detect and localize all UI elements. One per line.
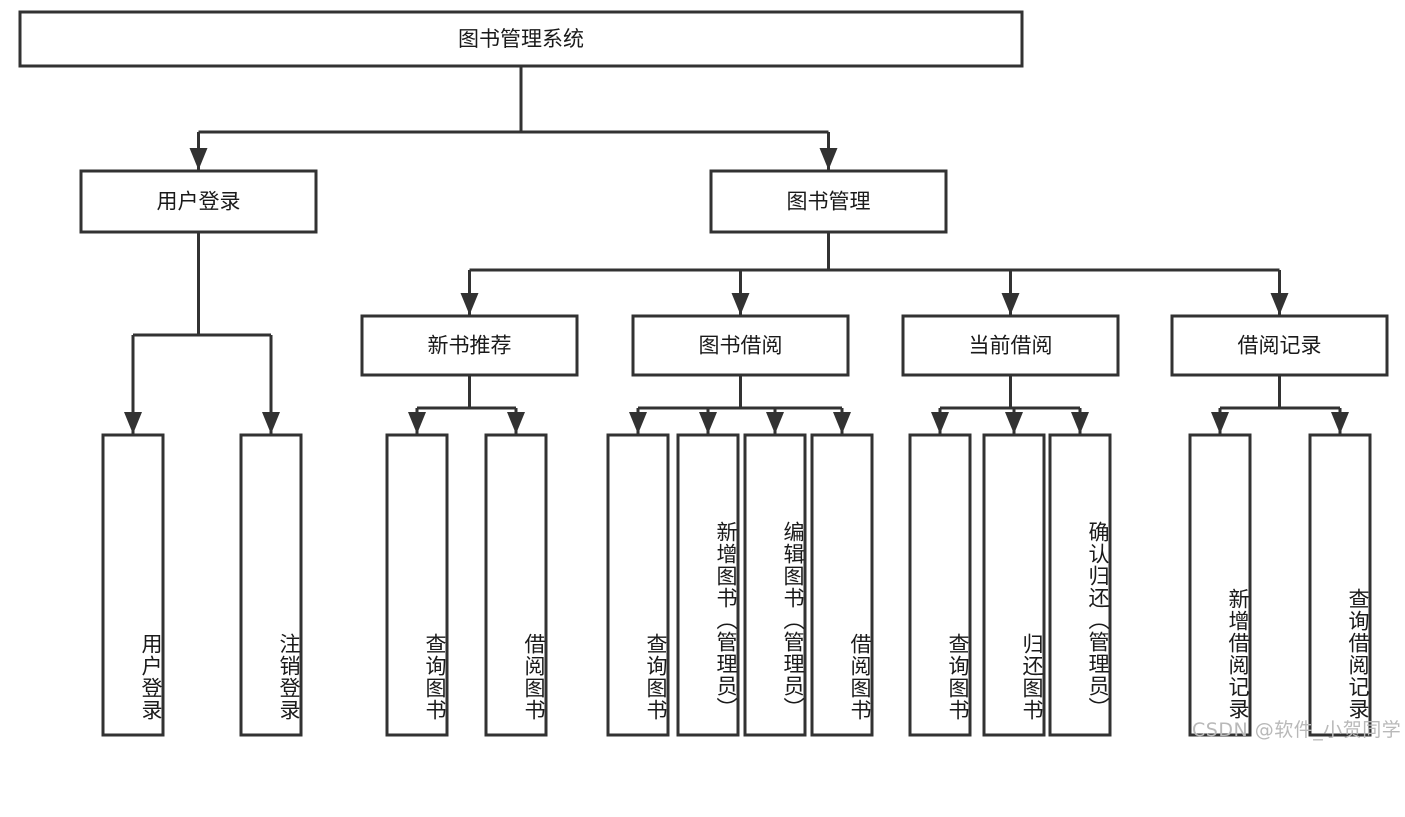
- arrow-head-icon: [408, 412, 426, 434]
- arrow-head-icon: [819, 148, 838, 170]
- node-book-manage-label: 图书管理: [787, 190, 871, 214]
- node-user-login-label: 用户登录: [157, 190, 241, 214]
- arrow-head-icon: [731, 293, 750, 315]
- arrow-head-icon: [629, 412, 647, 434]
- node-borrow-record-label: 借阅记录: [1238, 334, 1322, 358]
- node-leaf-edit-book-admin[interactable]: [743, 433, 807, 737]
- arrow-head-icon: [460, 293, 479, 315]
- node-book-manage[interactable]: [709, 169, 948, 234]
- node-root[interactable]: [18, 10, 1024, 68]
- arrow-head-icon: [1270, 293, 1289, 315]
- node-new-book-recommend[interactable]: [360, 314, 579, 377]
- arrow-head-icon: [124, 412, 142, 434]
- node-leaf-query-book-3[interactable]: [908, 433, 972, 737]
- node-leaf-add-borrow-record[interactable]: [1188, 433, 1252, 737]
- arrow-head-icon: [1331, 412, 1349, 434]
- node-leaf-borrow-book-1[interactable]: [484, 433, 548, 737]
- node-book-borrow-label: 图书借阅: [699, 334, 783, 358]
- watermark-text: CSDN @软件_小贺同学: [1192, 719, 1402, 741]
- node-book-borrow[interactable]: [631, 314, 850, 377]
- node-leaf-confirm-return-admin[interactable]: [1048, 433, 1112, 737]
- boxes-layer: [18, 10, 1389, 737]
- arrow-head-icon: [699, 412, 717, 434]
- node-user-login[interactable]: [79, 169, 318, 234]
- node-leaf-add-book-admin[interactable]: [676, 433, 740, 737]
- node-new-book-recommend-label: 新书推荐: [428, 334, 512, 358]
- arrow-head-icon: [1211, 412, 1229, 434]
- node-root-label: 图书管理系统: [458, 27, 584, 51]
- node-borrow-record[interactable]: [1170, 314, 1389, 377]
- diagram-canvas: 图书管理系统用户登录图书管理新书推荐图书借阅当前借阅借阅记录 用户登录注销登录查…: [18, 10, 1402, 741]
- arrow-head-icon: [1005, 412, 1023, 434]
- arrow-head-icon: [1001, 293, 1020, 315]
- node-leaf-user-login[interactable]: [101, 433, 165, 737]
- node-current-borrow-label: 当前借阅: [969, 334, 1053, 358]
- arrow-head-icon: [931, 412, 949, 434]
- arrow-head-icon: [262, 412, 280, 434]
- node-leaf-borrow-book-2[interactable]: [810, 433, 874, 737]
- node-leaf-return-book[interactable]: [982, 433, 1046, 737]
- arrow-head-icon: [507, 412, 525, 434]
- node-leaf-query-book-1[interactable]: [385, 433, 449, 737]
- node-leaf-query-borrow-record[interactable]: [1308, 433, 1372, 737]
- node-leaf-logout-login[interactable]: [239, 433, 303, 737]
- arrow-head-icon: [1071, 412, 1089, 434]
- connectors-layer: [124, 66, 1349, 434]
- arrow-head-icon: [189, 148, 208, 170]
- node-leaf-query-book-2[interactable]: [606, 433, 670, 737]
- node-current-borrow[interactable]: [901, 314, 1120, 377]
- arrow-head-icon: [833, 412, 851, 434]
- arrow-head-icon: [766, 412, 784, 434]
